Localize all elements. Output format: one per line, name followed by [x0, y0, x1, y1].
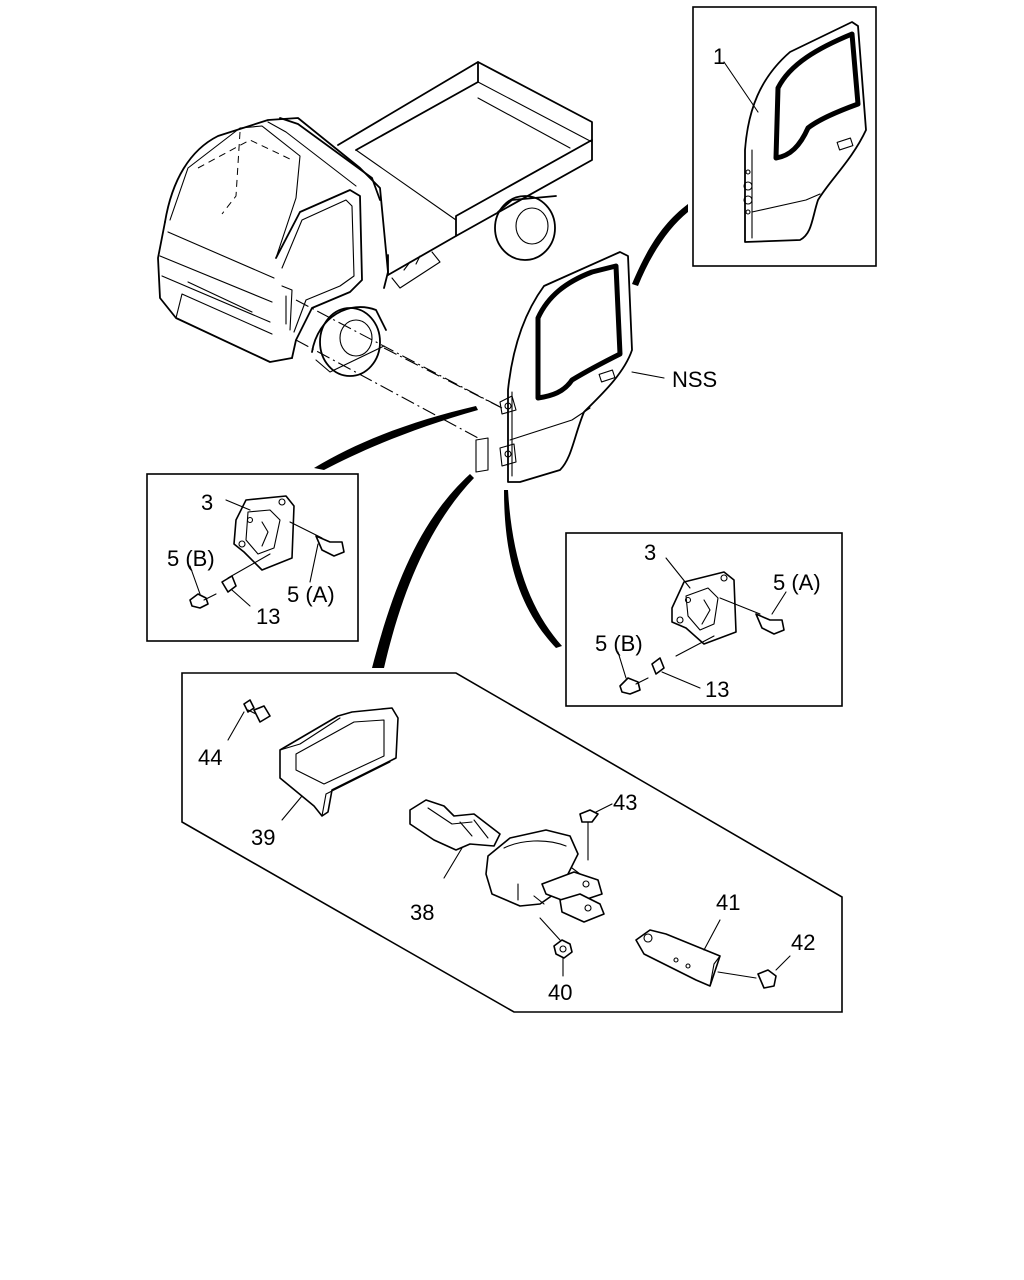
cover-label: 39	[251, 825, 275, 850]
nss-label: NSS	[672, 367, 717, 392]
lower-stopper-label: 13	[705, 677, 729, 702]
lower-bolt-b-label: 5 (B)	[595, 631, 643, 656]
lower-bolt-a-label: 5 (A)	[773, 570, 821, 595]
door-panel-label: 1	[713, 44, 725, 69]
callout-wedge-upper-hinge	[314, 406, 478, 470]
upper-stopper-label: 13	[256, 604, 280, 629]
callout-wedge-lower-hinge	[504, 490, 562, 648]
upper-hinge-label: 3	[201, 490, 213, 515]
check-link-label: 38	[410, 900, 434, 925]
check-link-inset	[181, 474, 843, 1013]
truck-illustration	[157, 61, 593, 439]
clip-label: 44	[198, 745, 222, 770]
nss-door-assembly	[475, 251, 665, 483]
nut-label: 40	[548, 980, 572, 1005]
bracket-label: 41	[716, 890, 740, 915]
lower-hinge-label: 3	[644, 540, 656, 565]
upper-hinge-inset	[146, 406, 478, 642]
upper-bolt-a-label: 5 (A)	[287, 582, 335, 607]
pin-label: 43	[613, 790, 637, 815]
callout-wedge-check-link	[372, 474, 474, 668]
upper-bolt-b-label: 5 (B)	[167, 546, 215, 571]
bracket-bolt-label: 42	[791, 930, 815, 955]
callout-wedge-door	[632, 204, 688, 286]
lower-hinge-inset	[504, 490, 843, 707]
door-panel-inset	[632, 6, 877, 286]
